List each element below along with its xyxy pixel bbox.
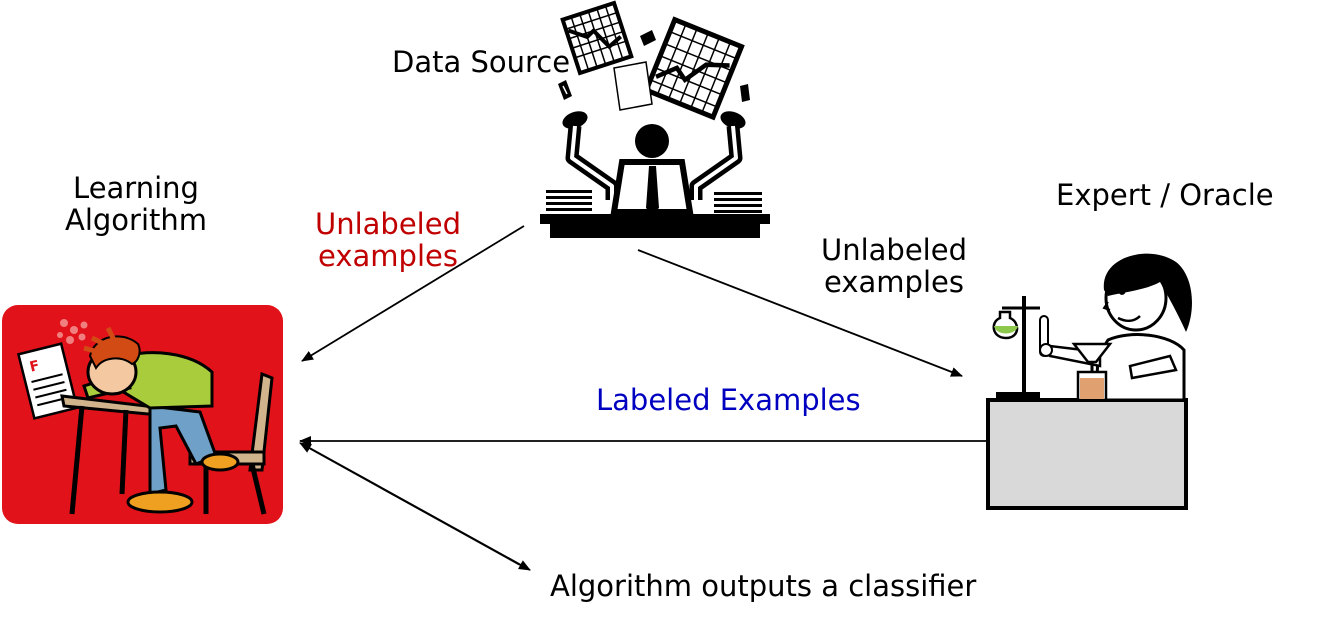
unlabeled-examples-left-label: Unlabeled examples bbox=[300, 208, 476, 273]
learning-algorithm-label: Learning Algorithm bbox=[52, 172, 220, 237]
unlabeled-left-line1: Unlabeled bbox=[315, 207, 461, 241]
unlabeled-right-line1: Unlabeled bbox=[821, 233, 967, 267]
unlabeled-right-line2: examples bbox=[824, 265, 964, 300]
expert-oracle-label: Expert / Oracle bbox=[1056, 178, 1274, 212]
svg-text:F: F bbox=[28, 358, 41, 376]
arrow-datasource-to-expert bbox=[637, 249, 963, 377]
unlabeled-left-line2: examples bbox=[318, 239, 458, 274]
expert-icon bbox=[986, 253, 1192, 510]
learner-icon: F bbox=[2, 305, 283, 524]
data-source-icon bbox=[540, 0, 770, 238]
arrow-datasource-to-learner bbox=[301, 225, 525, 362]
learning-algorithm-label-line1: Learning bbox=[73, 171, 199, 205]
data-source-label: Data Source bbox=[392, 45, 571, 79]
learning-algorithm-label-line2: Algorithm bbox=[64, 203, 208, 238]
arrow-learner-to-classifier-back bbox=[299, 442, 521, 566]
classifier-output-label: Algorithm outputs a classifier bbox=[550, 569, 977, 603]
labeled-examples-label: Labeled Examples bbox=[596, 383, 861, 417]
unlabeled-examples-right-label: Unlabeled examples bbox=[806, 234, 982, 299]
